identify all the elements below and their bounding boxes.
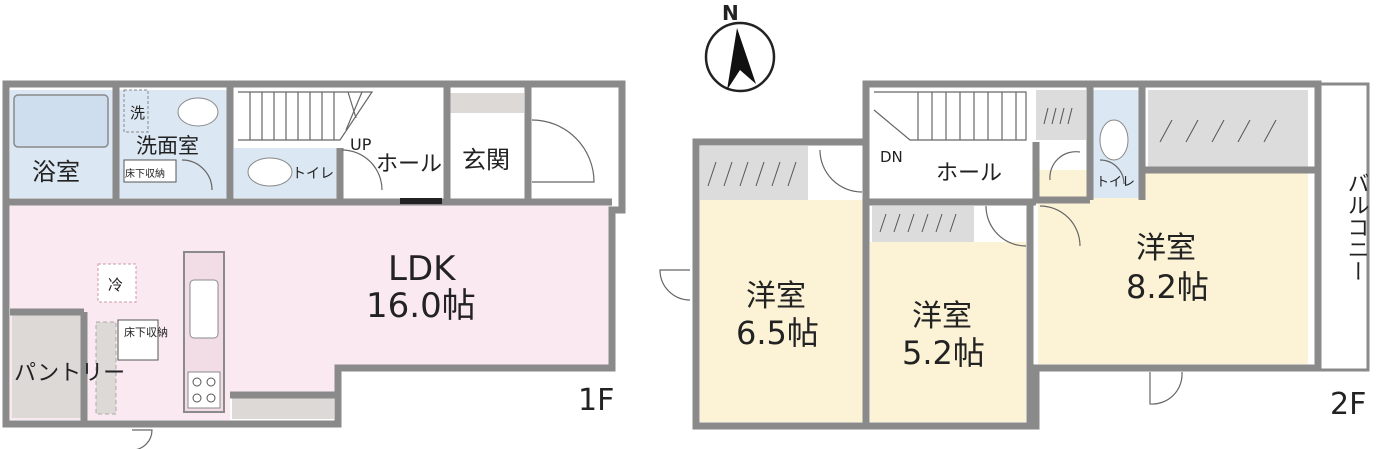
washroom-label: 洗面室: [136, 134, 199, 158]
walls-1f: [2, 80, 626, 428]
room-c-name: 洋室: [1136, 231, 1196, 266]
fridge-label: 冷: [108, 276, 123, 294]
underfloor-storage-label-2: 床下収納: [124, 325, 168, 339]
room-a-name: 洋室: [746, 279, 806, 314]
compass-ring: [704, 21, 776, 93]
entry-storage: [232, 395, 334, 419]
sink-bowl: [177, 97, 219, 127]
hall-label-2f: ホール: [936, 161, 1002, 186]
shoe-storage: [450, 93, 524, 113]
sliding-door: [400, 198, 442, 204]
bath-label: 浴室: [32, 158, 80, 186]
pantry-label: パントリー: [14, 361, 125, 386]
ldk-name: LDK: [388, 249, 457, 289]
ldk-size: 16.0帖: [366, 286, 476, 326]
doors-2f: [659, 149, 1183, 405]
room-b-name: 洋室: [912, 299, 972, 334]
washer-label: 洗: [130, 104, 145, 122]
closet-hatching: [707, 107, 1277, 233]
room-b-size: 5.2帖: [902, 334, 985, 372]
closet-d: [1036, 90, 1086, 140]
north-label: N: [722, 1, 739, 25]
balcony-rail: [1316, 82, 1370, 372]
underfloor-storage-label-1: 床下収納: [125, 167, 165, 180]
underfloor-hatch-1: [123, 159, 177, 183]
stairs-1f: [238, 91, 374, 141]
closet-a: [700, 146, 808, 200]
closet-c: [1148, 90, 1308, 168]
room-a-area: [700, 200, 864, 422]
doors-1f: [132, 119, 595, 449]
room-a-size: 6.5帖: [736, 314, 819, 352]
closet-b: [872, 206, 974, 242]
room-c-size: 8.2帖: [1126, 268, 1209, 306]
ldk-area: [10, 205, 612, 420]
floor-1-label: 1F: [578, 383, 614, 418]
balcony-label: バルコニー: [1344, 172, 1369, 282]
pantry-area: [12, 315, 84, 418]
toilet-bowl-1f: [247, 157, 293, 187]
north-arrow-icon: [727, 28, 756, 90]
fridge-space: [97, 263, 137, 303]
entrance-label: 玄関: [462, 146, 510, 174]
kitchen-counter: [183, 251, 225, 413]
toilet-bowl-2f: [1099, 119, 1129, 161]
compass: N: [704, 1, 776, 93]
hall-label-1f: ホール: [376, 152, 442, 177]
up-label: UP: [350, 135, 372, 154]
floor-1: 浴室 洗面室 洗 床下収納 トイレ UP ホール 玄関 LDK 16.0帖 冷 …: [2, 80, 626, 449]
stairs-2f: [873, 91, 1027, 141]
cupboard: [95, 321, 117, 415]
floor-2: DN ホール トイレ バルコニー 洋室 6.5帖 洋室 5.2帖 洋室 8.2帖…: [659, 80, 1370, 430]
washer-space: [123, 89, 149, 133]
dn-label: DN: [880, 148, 903, 166]
bathtub: [13, 94, 109, 148]
toilet-label-1f: トイレ: [292, 166, 334, 182]
toilet-label-2f: トイレ: [1096, 175, 1135, 190]
room-b-area: [870, 242, 1026, 422]
floor-2-label: 2F: [1330, 387, 1366, 422]
underfloor-hatch-2: [117, 319, 159, 361]
